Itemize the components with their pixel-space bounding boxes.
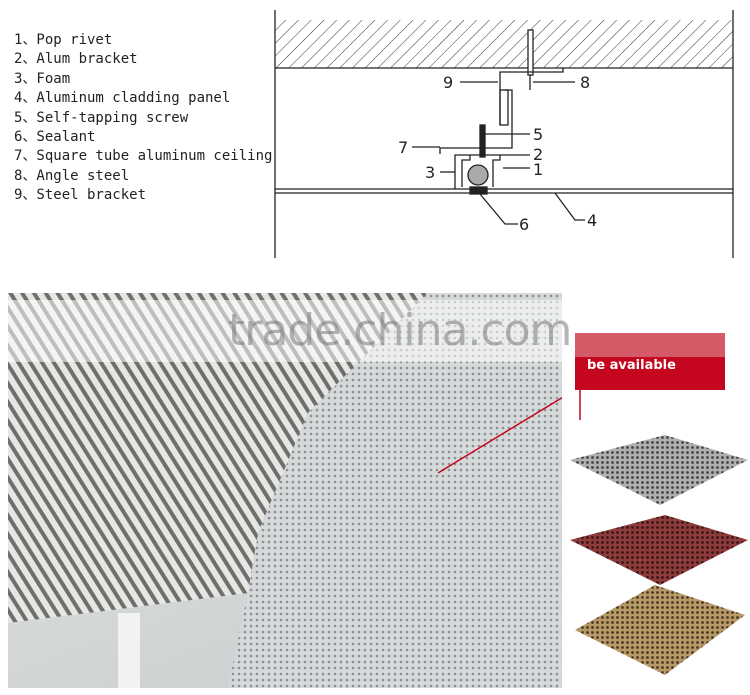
callout-7: 7 [398, 138, 408, 157]
linear-strip-ceiling [8, 293, 428, 623]
red-panel [570, 515, 748, 585]
column [118, 613, 140, 688]
foam [467, 164, 489, 186]
legend-item: 9、Steel bracket [14, 187, 147, 204]
callout-8: 8 [580, 73, 590, 92]
banner-text: be available [587, 358, 676, 373]
legend-item: 3、Foam [14, 70, 71, 87]
availability-banner: be available [575, 333, 725, 390]
legend-item: 5、Self-tapping screw [14, 109, 189, 126]
callout-9: 9 [443, 73, 453, 92]
self-tapping-screw [479, 124, 486, 158]
callout-1: 1 [533, 160, 543, 179]
callout-3: 3 [425, 163, 435, 182]
legend-item: 6、Sealant [14, 129, 96, 146]
callout-2: 2 [533, 145, 543, 164]
legend-item: 2、Alum bracket [14, 51, 138, 68]
steel-bracket [499, 89, 509, 126]
perforated-panel-wall [228, 293, 562, 688]
legend-item: 7、Square tube aluminum ceiling [14, 148, 273, 165]
sealant [469, 186, 488, 195]
legend-item: 8、Angle steel [14, 167, 130, 184]
callout-5: 5 [533, 125, 543, 144]
callout-4: 4 [587, 211, 597, 230]
legend-item: 1、Pop rivet [14, 32, 113, 48]
callout-6: 6 [519, 215, 529, 234]
silver-panel [570, 435, 748, 505]
installation-section-diagram: 9 8 7 5 2 1 3 6 4 [274, 10, 734, 258]
gold-panel [575, 585, 745, 675]
panel-samples [570, 390, 748, 675]
watermark: trade.china.com [228, 305, 572, 356]
anchor-bolt [527, 29, 534, 76]
component-legend: 1、Pop rivet 2、Alum bracket 3、Foam 4、Alum… [14, 31, 272, 206]
concrete-slab [275, 20, 733, 68]
legend-item: 4、Aluminum cladding panel [14, 90, 231, 107]
